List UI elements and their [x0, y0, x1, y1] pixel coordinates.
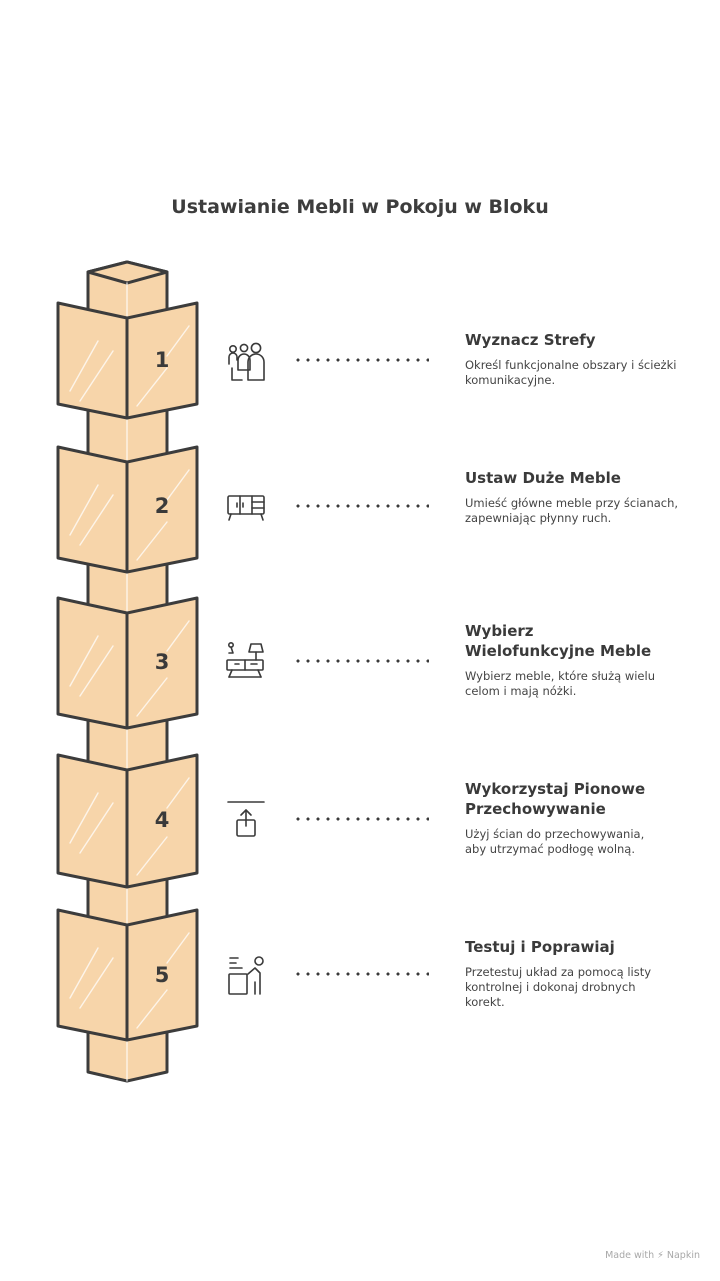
- step-2: Ustaw Duże Meble Umieść główne meble prz…: [465, 468, 700, 526]
- step-title-3: Wybierz Wielofunkcyjne Meble: [465, 622, 652, 660]
- step-number-5: 5: [154, 963, 170, 987]
- box-4-sheen-d: [136, 836, 168, 876]
- box-1-right-face: [125, 301, 199, 420]
- connector-dots-1: [293, 358, 429, 362]
- page-title: Ustawianie Mebli w Pokoju w Bloku: [171, 196, 549, 218]
- box-4-right-face: [125, 753, 199, 889]
- box-5-sheen-a: [69, 947, 99, 999]
- box-2-sheen-b: [79, 494, 114, 546]
- footer-credit: Made with ⚡ Napkin: [605, 1250, 700, 1261]
- box-1-sheen-c: [166, 325, 190, 357]
- step-title-1: Wyznacz Strefy: [465, 331, 596, 349]
- box-4-sheen-b: [79, 802, 114, 854]
- box-3-sheen-a: [69, 635, 99, 687]
- footer-brand: Napkin: [666, 1250, 700, 1261]
- step-number-1: 1: [154, 348, 170, 372]
- napkin-logo-icon: ⚡: [657, 1250, 664, 1261]
- people-group-icon: [228, 342, 265, 381]
- step-4: Wykorzystaj Pionowe Przechowywanie Użyj …: [465, 779, 665, 857]
- box-1-left-face: [56, 301, 129, 420]
- box-3-sheen-b: [79, 645, 114, 697]
- box-3-sheen-c: [166, 620, 190, 652]
- step-3: Wybierz Wielofunkcyjne Meble Wybierz meb…: [465, 621, 665, 699]
- box-2-right-face: [125, 445, 199, 574]
- box-5-sheen-c: [166, 932, 190, 964]
- box-4-sheen-a: [69, 792, 99, 844]
- box-1-sheen-a: [69, 340, 99, 392]
- box-3-left-face: [56, 596, 129, 730]
- step-number-2: 2: [154, 494, 170, 518]
- step-title-5: Testuj i Poprawiaj: [465, 938, 615, 956]
- box-3-sheen-d: [136, 677, 168, 717]
- footer-made-with: Made with: [605, 1250, 655, 1261]
- step-description-5: Przetestuj układ za pomocą listy kontrol…: [465, 965, 652, 1009]
- step-title-2: Ustaw Duże Meble: [465, 469, 621, 487]
- connector-dots-2: [293, 504, 429, 508]
- box-3-right-face: [125, 596, 199, 730]
- box-2-sheen-c: [166, 469, 190, 501]
- step-5: Testuj i Poprawiaj Przetestuj układ za p…: [465, 937, 665, 1010]
- box-1-sheen-d: [136, 367, 168, 407]
- box-2-sheen-a: [69, 484, 99, 536]
- box-4-left-face: [56, 753, 129, 889]
- connector-dots-4: [293, 817, 429, 821]
- connector-dots-3: [293, 659, 429, 663]
- column-top: [86, 260, 169, 285]
- box-5-sheen-b: [79, 957, 114, 1009]
- box-5-right-face: [125, 908, 199, 1042]
- checklist-person-icon: [228, 956, 264, 995]
- step-description-1: Określ funkcjonalne obszary i ścieżki ko…: [465, 358, 677, 387]
- box-2-left-face: [56, 445, 129, 574]
- box-5-sheen-d: [136, 989, 168, 1029]
- step-description-4: Użyj ścian do przechowywania, aby utrzym…: [465, 827, 645, 856]
- step-1: Wyznacz Strefy Określ funkcjonalne obsza…: [465, 330, 700, 388]
- sideboard-icon: [227, 495, 265, 521]
- box-5-left-face: [56, 908, 129, 1042]
- step-description-3: Wybierz meble, które służą wielu celom i…: [465, 669, 655, 698]
- box-4-sheen-c: [166, 777, 190, 809]
- step-number-3: 3: [154, 650, 170, 674]
- step-number-4: 4: [154, 808, 170, 832]
- connector-dots-5: [293, 972, 429, 976]
- furniture-lamp-icon: [226, 641, 264, 678]
- box-2-sheen-d: [136, 521, 168, 561]
- box-1-sheen-b: [79, 350, 114, 402]
- step-title-4: Wykorzystaj Pionowe Przechowywanie: [465, 780, 646, 818]
- shelf-upload-icon: [227, 801, 265, 837]
- step-description-2: Umieść główne meble przy ścianach, zapew…: [465, 496, 679, 525]
